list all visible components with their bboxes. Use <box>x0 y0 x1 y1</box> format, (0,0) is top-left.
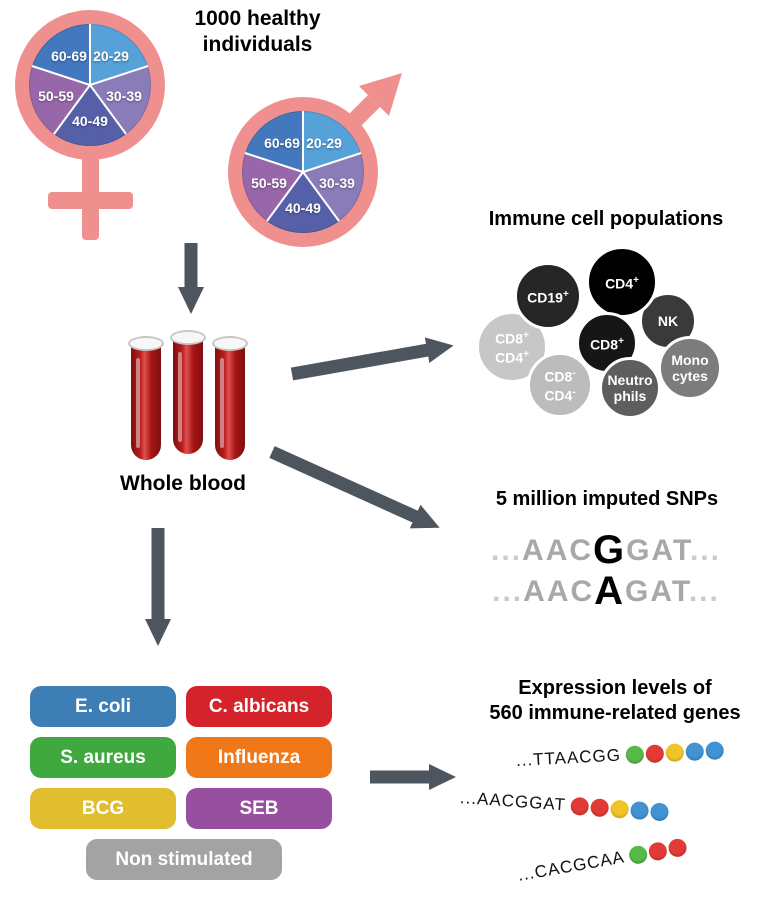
age-label-60-69: 60-69 <box>264 135 300 151</box>
age-label-20-29: 20-29 <box>93 48 129 64</box>
cell-cd8-neg-cd4-neg: CD8- CD4- <box>527 352 593 418</box>
blood-fill <box>173 338 203 454</box>
snp-variant-letter: A <box>594 569 626 613</box>
pie-slice-dividers <box>244 111 362 222</box>
male-age-pie-chart: 20-29 30-39 40-49 50-59 60-69 <box>242 111 364 233</box>
blood-fill <box>131 344 161 460</box>
age-label-60-69: 60-69 <box>51 48 87 64</box>
snp-variant-letter: G <box>593 528 627 572</box>
male-arrow-head-icon <box>359 73 402 116</box>
stimulus-c-albicans: C. albicans <box>186 686 332 727</box>
blood-tube <box>128 336 164 464</box>
tube-highlight <box>220 358 224 448</box>
gene-bead-icon <box>647 840 669 862</box>
gene-bead-icon <box>570 796 590 816</box>
gene-bead-icon <box>667 837 689 859</box>
cell-monocytes: Mono cytes <box>658 336 722 400</box>
tube-opening <box>212 336 248 351</box>
whole-blood-label: Whole blood <box>120 472 246 495</box>
gene-bead-icon <box>625 745 645 765</box>
stimulus-s-aureus: S. aureus <box>30 737 176 778</box>
blood-tube <box>212 336 248 464</box>
gene-bead-icon <box>685 742 705 762</box>
gene-sequence-row: ...AACGGAT <box>459 788 670 823</box>
snp-sequence-ref: ...AACGGAT... <box>491 528 721 572</box>
gene-bead-icon <box>590 798 610 818</box>
gene-bead-icon <box>705 741 725 761</box>
snp-sequence-alt: ...AACAGAT... <box>492 569 720 613</box>
age-label-50-59: 50-59 <box>38 88 74 104</box>
tube-opening <box>128 336 164 351</box>
study-title: 1000 healthy individuals <box>194 7 321 56</box>
gene-bead-icon <box>645 744 665 764</box>
female-symbol-crossbar <box>48 192 133 209</box>
stimulus-non-stimulated: Non stimulated <box>86 839 282 880</box>
stimulus-influenza: Influenza <box>186 737 332 778</box>
age-label-30-39: 30-39 <box>106 88 142 104</box>
age-label-20-29: 20-29 <box>306 135 342 151</box>
gene-bead-icon <box>665 743 685 763</box>
gene-sequence-row: ...CACGCAA <box>516 836 689 885</box>
arrow-blood-to-cell-populations <box>290 337 454 381</box>
cell-cd19-pos: CD19+ <box>514 262 582 330</box>
stimulus-e-coli: E. coli <box>30 686 176 727</box>
arrow-blood-to-snps <box>269 446 440 529</box>
stimulus-bcg: BCG <box>30 788 176 829</box>
tube-highlight <box>136 358 140 448</box>
gene-sequence-row: ...TTAACGG <box>515 740 725 771</box>
female-age-pie-chart: 20-29 30-39 40-49 50-59 60-69 <box>29 24 151 146</box>
blood-tube <box>170 330 206 458</box>
gene-bead-icon <box>630 800 650 821</box>
stimulus-seb: SEB <box>186 788 332 829</box>
pie-slice-dividers <box>31 24 149 135</box>
gene-bead-icon <box>627 844 649 866</box>
cell-cd4-pos: CD4+ <box>586 246 658 318</box>
snps-title: 5 million imputed SNPs <box>495 488 719 510</box>
tube-highlight <box>178 352 182 442</box>
tube-opening <box>170 330 206 345</box>
cell-neutrophils: Neutro phils <box>599 357 661 419</box>
age-label-30-39: 30-39 <box>319 175 355 191</box>
gene-bead-icon <box>649 802 670 822</box>
blood-fill <box>215 344 245 460</box>
gene-bead-icon <box>610 799 630 819</box>
age-label-50-59: 50-59 <box>251 175 287 191</box>
immune-populations-title: Immune cell populations <box>488 208 724 230</box>
age-label-40-49: 40-49 <box>285 200 321 216</box>
snp-sequences: ...AACGGAT... ...AACAGAT... <box>440 530 771 612</box>
age-label-40-49: 40-49 <box>72 113 108 129</box>
expression-title: Expression levels of 560 immune-related … <box>489 677 741 724</box>
